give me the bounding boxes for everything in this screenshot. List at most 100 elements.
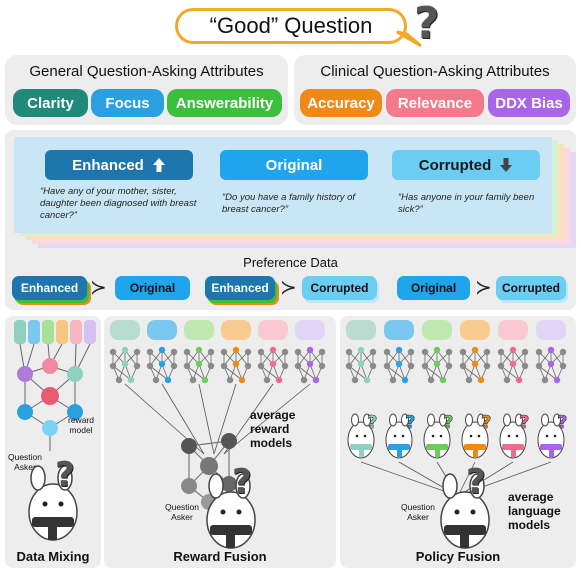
network-edge — [186, 349, 200, 367]
alpaca-icon — [440, 473, 490, 549]
network-edge — [462, 349, 476, 367]
network-node — [407, 362, 415, 370]
pill-answerability: Answerability — [167, 89, 282, 117]
network-edge — [348, 349, 362, 367]
network-node — [521, 348, 529, 356]
network-node — [226, 376, 234, 384]
alpaca-icon — [206, 473, 256, 549]
network-edge — [348, 365, 368, 381]
network-node — [146, 362, 154, 370]
network-edge — [260, 365, 280, 381]
pill-clarity: Clarity — [13, 89, 88, 117]
data-chips — [346, 320, 566, 340]
network-node — [244, 348, 252, 356]
network-node — [483, 348, 491, 356]
pair1-right: Original — [115, 276, 190, 300]
network-node — [369, 362, 377, 370]
network-node — [541, 376, 549, 384]
question-mark-icon: ? — [443, 412, 453, 433]
network-node — [421, 362, 429, 370]
corrupted-header: Corrupted — [392, 150, 540, 180]
network-edge — [260, 349, 274, 367]
network-node — [345, 362, 353, 370]
original-label: Original — [265, 156, 323, 174]
network-node — [369, 348, 377, 356]
network-node — [465, 376, 473, 384]
network-node — [300, 376, 308, 384]
network-node — [395, 346, 403, 354]
network-node — [281, 362, 289, 370]
corrupted-quote: “Has anyone in your family been sick?” — [398, 192, 535, 215]
bubble-tail-icon — [396, 30, 422, 48]
network-node — [439, 376, 447, 384]
network-node — [220, 348, 228, 356]
question-mark-icon: ? — [557, 412, 567, 433]
average-reward-models-note: average reward models — [250, 408, 296, 450]
network-node — [195, 360, 203, 368]
network-edge — [538, 349, 552, 367]
network-node — [269, 346, 277, 354]
network-node — [318, 362, 326, 370]
arrow-down-icon — [500, 158, 513, 172]
question-mark-icon: ? — [481, 412, 491, 433]
network-edge — [424, 365, 444, 381]
succ-symbol: ≻ — [475, 277, 492, 299]
question-mark-icon: ? — [414, 0, 440, 49]
network-node — [421, 348, 429, 356]
small-alpaca-icon: ? — [423, 412, 454, 459]
network-node — [515, 376, 523, 384]
network-node — [232, 360, 240, 368]
policy-fusion-label: Policy Fusion — [415, 549, 501, 564]
network-node — [294, 348, 302, 356]
network-node — [471, 346, 479, 354]
network-edge — [386, 365, 406, 381]
network-node — [509, 360, 517, 368]
network-node — [183, 362, 191, 370]
data-chips — [110, 320, 325, 340]
network-node — [257, 348, 265, 356]
title-text: “Good” Question — [209, 13, 373, 38]
network-node — [109, 362, 117, 370]
network-node — [351, 376, 359, 384]
network-node — [445, 348, 453, 356]
pair2-right: Corrupted — [302, 276, 377, 300]
network-node — [357, 346, 365, 354]
network-node — [401, 376, 409, 384]
network-node — [547, 346, 555, 354]
network-node — [158, 346, 166, 354]
network-node — [133, 348, 141, 356]
general-attributes-title: General Question-Asking Attributes — [29, 63, 264, 80]
network-node — [459, 362, 467, 370]
network-node — [257, 362, 265, 370]
network-node — [207, 348, 215, 356]
network-node — [201, 376, 209, 384]
enhanced-quote: “Have any of your mother, sister, daught… — [40, 186, 197, 221]
question-asker-label: Question Asker — [7, 452, 43, 472]
network-node — [383, 348, 391, 356]
network-node — [389, 376, 397, 384]
network-node — [170, 362, 178, 370]
clinical-attributes-title: Clinical Question-Asking Attributes — [320, 63, 550, 80]
average-language-models-note: average language models — [508, 490, 561, 532]
pill-relevance: Relevance — [386, 89, 484, 117]
network-node — [121, 346, 129, 354]
question-asker-label: Question Asker — [164, 502, 200, 522]
network-node — [509, 346, 517, 354]
network-node — [503, 376, 511, 384]
network-node — [232, 346, 240, 354]
network-node — [207, 362, 215, 370]
network-edge — [112, 365, 132, 381]
preference-title: Preference Data — [243, 255, 338, 270]
small-alpaca-icon: ? — [461, 412, 492, 459]
small-alpaca-icon: ? — [499, 412, 530, 459]
network-node — [164, 376, 172, 384]
network-node — [238, 376, 246, 384]
arrow-up-icon — [152, 158, 165, 172]
network-node — [357, 360, 365, 368]
network-node — [345, 348, 353, 356]
network-node — [433, 346, 441, 354]
network-node — [281, 348, 289, 356]
question-asker-label: Question Asker — [400, 502, 436, 522]
network-node — [152, 376, 160, 384]
network-edge — [386, 349, 400, 367]
